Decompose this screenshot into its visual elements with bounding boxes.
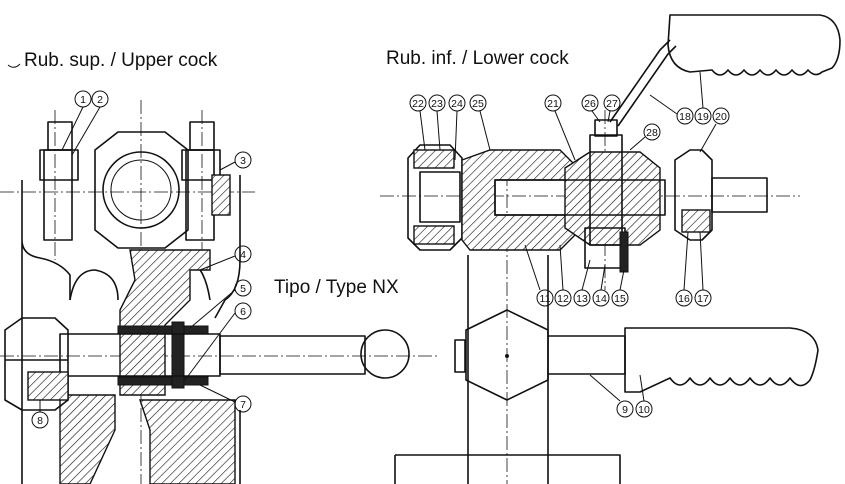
svg-text:27: 27 bbox=[606, 98, 618, 110]
upper-handle-shaft bbox=[219, 335, 366, 375]
lower-lever-handle bbox=[667, 14, 841, 76]
svg-text:15: 15 bbox=[614, 293, 626, 305]
tail-pipe bbox=[711, 177, 768, 213]
lower-body-hex bbox=[465, 309, 549, 401]
callout-22: 22 bbox=[409, 94, 427, 151]
title-mark bbox=[7, 63, 21, 68]
callout-21: 21 bbox=[544, 94, 576, 161]
svg-text:18: 18 bbox=[679, 111, 691, 123]
svg-text:17: 17 bbox=[697, 293, 709, 305]
svg-text:6: 6 bbox=[240, 306, 246, 318]
svg-text:26: 26 bbox=[584, 98, 596, 110]
svg-text:16: 16 bbox=[678, 293, 690, 305]
svg-text:5: 5 bbox=[240, 283, 246, 295]
svg-text:10: 10 bbox=[638, 404, 650, 416]
callout-2: 2 bbox=[71, 90, 109, 156]
callout-11: 11 bbox=[524, 244, 554, 307]
callout-26: 26 bbox=[581, 94, 601, 123]
svg-text:24: 24 bbox=[451, 98, 463, 110]
callout-15: 15 bbox=[611, 269, 629, 307]
svg-text:4: 4 bbox=[240, 249, 246, 261]
lower-body-handle bbox=[624, 327, 819, 393]
upper-handle-knob bbox=[360, 329, 410, 379]
callout-6: 6 bbox=[184, 302, 252, 381]
svg-text:7: 7 bbox=[240, 399, 246, 411]
svg-text:3: 3 bbox=[240, 155, 246, 167]
svg-text:1: 1 bbox=[80, 94, 86, 106]
callout-25: 25 bbox=[469, 94, 491, 151]
lower-cock-title: Rub. inf. / Lower cock bbox=[386, 48, 569, 69]
callout-9: 9 bbox=[589, 374, 634, 418]
callout-28: 28 bbox=[629, 123, 661, 151]
svg-text:9: 9 bbox=[622, 404, 628, 416]
callout-12: 12 bbox=[554, 244, 572, 307]
callout-7: 7 bbox=[199, 384, 252, 413]
callout-14: 14 bbox=[592, 264, 610, 307]
upper-cock-title: Rub. sup. / Upper cock bbox=[24, 50, 218, 71]
callout-18: 18 bbox=[649, 94, 694, 125]
svg-text:2: 2 bbox=[97, 94, 103, 106]
callout-16: 16 bbox=[675, 231, 693, 307]
svg-text:8: 8 bbox=[37, 415, 43, 427]
callouts: 1 2 3 4 5 6 7 8 9 10 11 12 13 14 15 16 1… bbox=[31, 71, 730, 429]
callout-24: 24 bbox=[448, 94, 466, 161]
callout-4: 4 bbox=[199, 245, 252, 271]
svg-text:20: 20 bbox=[715, 111, 727, 123]
callout-20: 20 bbox=[699, 107, 730, 153]
upper-cock-section bbox=[0, 100, 440, 484]
svg-text:21: 21 bbox=[547, 98, 559, 110]
svg-text:25: 25 bbox=[472, 98, 484, 110]
svg-text:19: 19 bbox=[697, 111, 709, 123]
union-nut bbox=[674, 149, 713, 241]
svg-text:11: 11 bbox=[540, 293, 551, 305]
hex-nut bbox=[94, 131, 189, 249]
lower-cock-section bbox=[380, 14, 841, 484]
callout-3: 3 bbox=[219, 151, 252, 171]
svg-text:13: 13 bbox=[576, 293, 588, 305]
callout-23: 23 bbox=[428, 94, 446, 151]
bolt-left bbox=[43, 149, 73, 241]
callout-13: 13 bbox=[573, 259, 591, 307]
callout-5: 5 bbox=[189, 279, 252, 329]
callout-1: 1 bbox=[61, 90, 92, 151]
callout-8: 8 bbox=[31, 400, 49, 429]
svg-text:22: 22 bbox=[412, 98, 424, 110]
callout-10: 10 bbox=[635, 374, 653, 418]
type-label: Tipo / Type NX bbox=[274, 277, 399, 298]
callout-27: 27 bbox=[603, 94, 621, 123]
callout-19: 19 bbox=[694, 71, 712, 125]
svg-text:14: 14 bbox=[595, 293, 607, 305]
svg-text:28: 28 bbox=[646, 127, 658, 139]
callout-17: 17 bbox=[694, 231, 712, 307]
bolt-right bbox=[185, 149, 215, 241]
svg-text:23: 23 bbox=[431, 98, 443, 110]
svg-text:12: 12 bbox=[557, 293, 569, 305]
